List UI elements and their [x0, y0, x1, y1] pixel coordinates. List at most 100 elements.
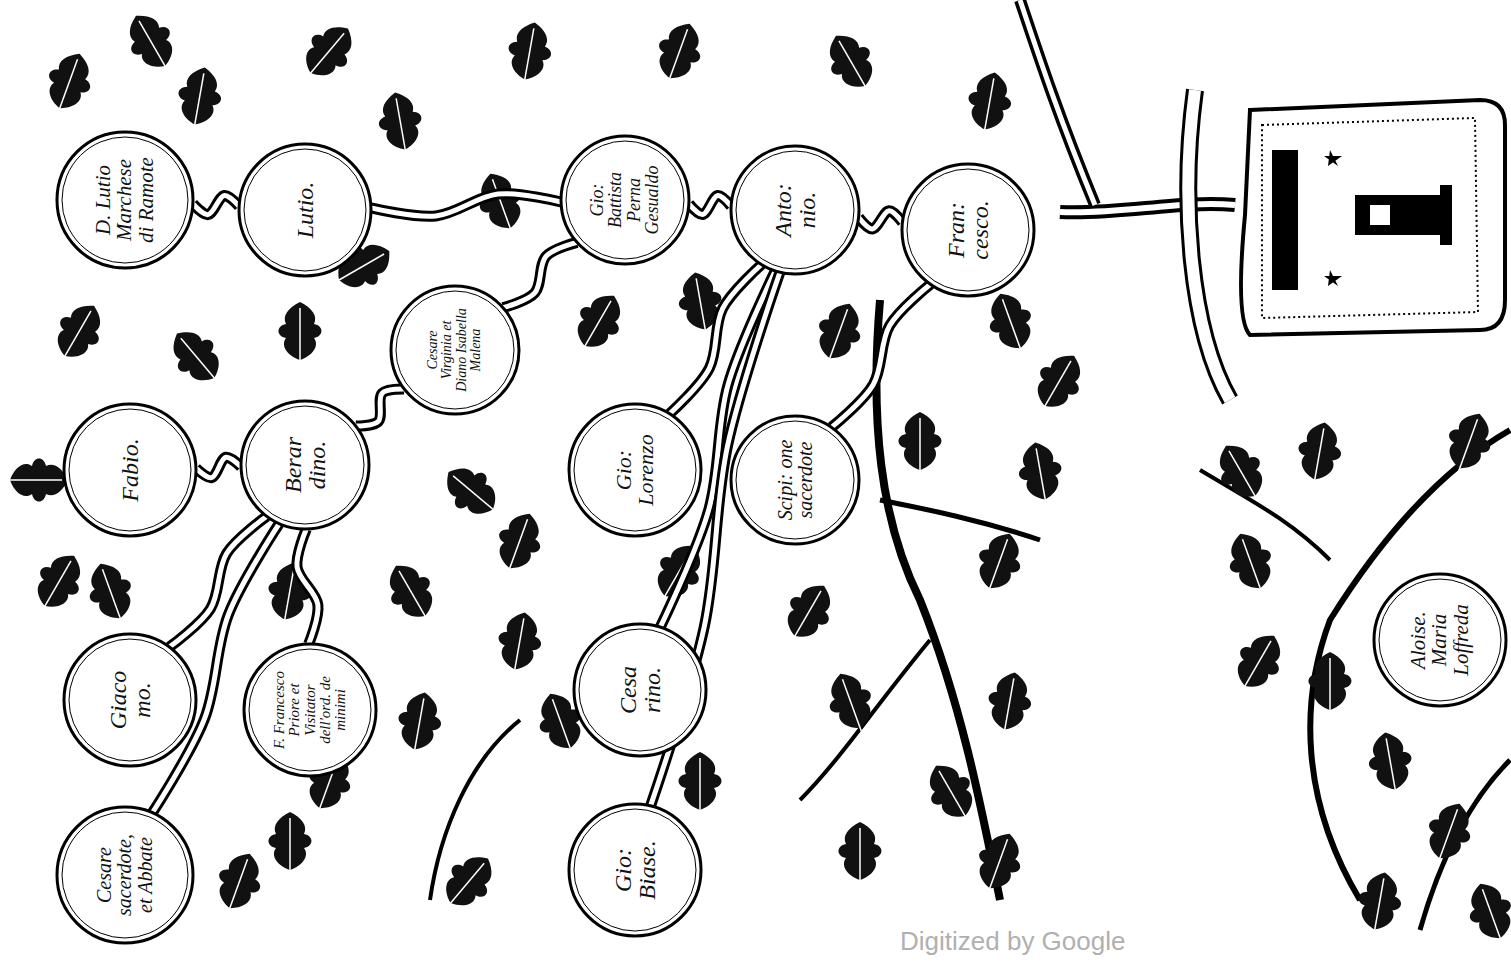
- leaf-shape: [1420, 796, 1480, 865]
- branch: [1200, 470, 1330, 560]
- leaf-vein: [508, 519, 527, 572]
- family-circle: F. Francesco Priore et Visitator dell'or…: [242, 642, 378, 778]
- circle-ring: [57, 807, 193, 943]
- oak-leaf: [488, 506, 550, 579]
- circle-ring: [62, 812, 188, 938]
- oak-leaf: [208, 846, 270, 919]
- person-name: Lutio.: [293, 182, 317, 239]
- trunk: [1060, 204, 1235, 212]
- leaf-vein: [1386, 738, 1396, 793]
- leaf-vein: [552, 699, 571, 752]
- circle-ring: [249, 649, 371, 771]
- person-name: Cesa rino.: [616, 646, 665, 734]
- leaf-vein: [939, 771, 967, 819]
- circle-ring: [736, 151, 854, 269]
- leaf-vein: [399, 571, 427, 619]
- circle-ring: [566, 141, 684, 259]
- leaf-shape: [1220, 526, 1280, 595]
- oak-leaf: [269, 812, 312, 874]
- leaf-shape: [1364, 729, 1416, 794]
- oak-leaf: [38, 46, 100, 119]
- circle-ring: [579, 629, 701, 751]
- text-holder: Scipi: one sacerdote: [775, 437, 816, 523]
- leaf-vein: [1229, 451, 1257, 499]
- branch-outline: [196, 457, 241, 478]
- leaf-shape: [566, 285, 632, 357]
- text-holder: Gio: Battista Perna Gesualdo: [588, 157, 661, 243]
- leaf-vein: [1482, 889, 1501, 942]
- leaf-vein: [839, 41, 867, 89]
- text-holder: Aloise. Maria Loffreda: [1408, 596, 1472, 684]
- branch-outline: [169, 516, 266, 647]
- circle-ring: [244, 149, 366, 271]
- branch: [880, 500, 1040, 540]
- family-circle: Gio: Biase.: [567, 802, 703, 938]
- leaf-shape: [980, 286, 1040, 355]
- leaf-shape: [117, 5, 183, 77]
- circle-ring: [731, 146, 859, 274]
- tower: [1440, 185, 1452, 245]
- person-name: Gio: Lorenzo: [613, 426, 658, 514]
- leaf-vein: [984, 78, 994, 133]
- family-circle: Anto: nio.: [729, 144, 861, 276]
- text-holder: Fabio.: [118, 438, 142, 501]
- leaf-vein: [1004, 678, 1014, 733]
- ribbon: [1188, 90, 1230, 400]
- text-holder: Berar dino.: [281, 422, 330, 508]
- family-circle: Cesare Virginia et Diano Isabella Malena: [389, 284, 521, 416]
- circle-ring: [62, 137, 188, 263]
- branch: [800, 640, 930, 800]
- circle-ring: [64, 634, 196, 766]
- leaf-vein: [448, 863, 484, 906]
- oak-leaf: [393, 689, 446, 758]
- leaf-vein: [988, 839, 1007, 892]
- text-holder: Cesare Virginia et Diano Isabella Malena: [426, 307, 483, 393]
- branch-outline: [689, 195, 731, 214]
- coat-of-arms: [1188, 90, 1505, 400]
- leaf-vein: [1243, 641, 1271, 689]
- leaf-vein: [1242, 539, 1261, 592]
- leaf-shape: [161, 320, 231, 392]
- leaf-vein: [453, 476, 496, 512]
- crown: [1272, 150, 1298, 290]
- leaf-shape: [435, 456, 507, 526]
- oak-leaf: [1364, 729, 1417, 798]
- tower-door: [1370, 205, 1390, 225]
- circle-ring: [1374, 574, 1506, 706]
- leaf-shape: [1354, 869, 1406, 934]
- watermark: Digitized by Google: [900, 926, 1125, 957]
- leaf-vein: [58, 59, 77, 112]
- leaf-shape: [374, 89, 426, 154]
- leaf-vein: [139, 21, 167, 69]
- leaf-vein: [828, 309, 847, 362]
- family-branch: [371, 194, 561, 217]
- leaf-shape: [26, 545, 92, 617]
- branch-outline: [356, 389, 404, 426]
- family-branch: [196, 457, 241, 478]
- branch-outline: [193, 195, 239, 214]
- person-name: Giaco mo.: [106, 656, 155, 744]
- shield-border: [1262, 118, 1478, 318]
- branch-inner: [356, 389, 404, 426]
- leaf-vein: [396, 98, 406, 153]
- leaf-shape: [174, 64, 226, 129]
- leaf-shape: [1014, 439, 1066, 504]
- branch-inner: [859, 211, 903, 229]
- oak-leaf: [117, 5, 185, 80]
- oak-leaf: [968, 826, 1030, 899]
- leaf-vein: [228, 859, 247, 912]
- branch-inner: [196, 457, 241, 478]
- family-circle: Berar dino.: [239, 399, 371, 531]
- branch: [876, 300, 1000, 900]
- circle-ring: [569, 404, 701, 536]
- family-circle: Gio: Battista Perna Gesualdo: [559, 134, 691, 266]
- oak-leaf: [44, 295, 112, 370]
- leaf-shape: [1460, 876, 1511, 945]
- circle-ring: [246, 406, 364, 524]
- leaf-shape: [494, 609, 546, 674]
- leaf-shape: [504, 19, 556, 84]
- oak-leaf: [1014, 439, 1067, 508]
- leaf-shape: [210, 846, 270, 915]
- leaf-shape: [434, 845, 504, 917]
- oak-leaf: [839, 822, 882, 884]
